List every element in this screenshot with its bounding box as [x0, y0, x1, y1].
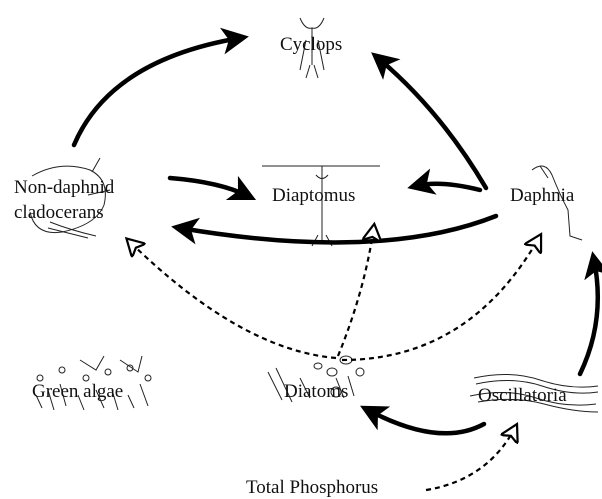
green-algae-sketch-icon — [35, 355, 152, 411]
arrow-daphnia-to-diaptomus — [407, 168, 483, 195]
node-green-algae: Green algae — [32, 381, 123, 402]
node-daphnia: Daphnia — [510, 185, 575, 206]
arrow-nondaphnid-to-cyclops — [71, 27, 249, 148]
arrow-oscillatoria-to-daphnia — [577, 251, 602, 377]
cyclops-sketch-icon — [299, 17, 325, 79]
arrow-daphnia-to-nondaphnid — [171, 213, 499, 245]
node-diatoms: Diatoms — [284, 381, 348, 402]
node-diaptomus: Diaptomus — [272, 185, 355, 206]
arrow-diatoms-to-diaptomus — [336, 226, 374, 357]
oscillatoria-sketch-icon — [469, 373, 599, 413]
arrow-nondaphnid-to-diaptomus — [167, 175, 257, 201]
arrow-daphnia-to-cyclops — [371, 52, 489, 191]
node-non-daphnid-line2: cladocerans — [14, 202, 104, 223]
non-daphnid-sketch-icon — [29, 157, 111, 239]
daphnia-sketch-icon — [531, 165, 583, 241]
node-non-daphnid-line1: Non-daphnid — [14, 177, 115, 198]
arrow-phosphorus-to-oscillatoria — [425, 426, 516, 492]
node-oscillatoria: Oscillatoria — [478, 385, 567, 406]
arrow-oscillatoria-to-diatoms — [360, 405, 487, 436]
diaptomus-sketch-icon — [262, 165, 380, 247]
arrow-diatoms-to-nondaphnid — [128, 240, 337, 360]
node-total-phosphorus: Total Phosphorus — [246, 477, 378, 498]
arrow-diatoms-to-daphnia — [341, 236, 540, 362]
node-cyclops: Cyclops — [280, 34, 342, 55]
